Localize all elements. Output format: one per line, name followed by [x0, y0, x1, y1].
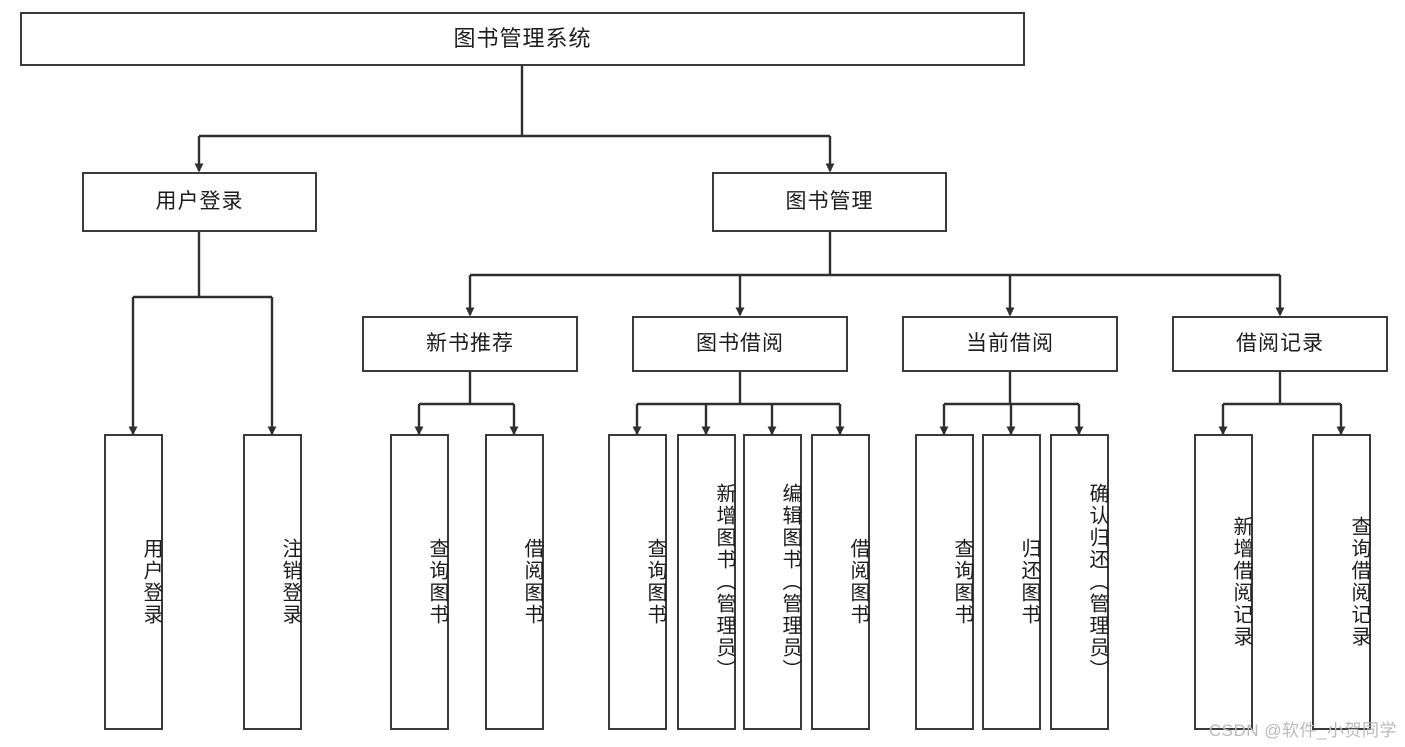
node-borrow-record[interactable]: 借阅记录	[1172, 316, 1388, 372]
leaf-borrow-book[interactable]: 借阅图书	[811, 434, 870, 730]
leaf-edit-book[interactable]: 编辑图书（管理员）	[743, 434, 802, 730]
leaf-query-borrow-record[interactable]: 查询借阅记录	[1312, 434, 1371, 730]
node-book-manage[interactable]: 图书管理	[712, 172, 947, 232]
leaf-query-book-recommend[interactable]: 查询图书	[390, 434, 449, 730]
leaf-confirm-return[interactable]: 确认归还（管理员）	[1050, 434, 1109, 730]
leaf-return-book[interactable]: 归还图书	[982, 434, 1041, 730]
leaf-logout-login[interactable]: 注销登录	[243, 434, 302, 730]
node-current-borrow[interactable]: 当前借阅	[902, 316, 1118, 372]
leaf-query-book-borrow[interactable]: 查询图书	[608, 434, 667, 730]
node-user-login[interactable]: 用户登录	[82, 172, 317, 232]
node-root-system[interactable]: 图书管理系统	[20, 12, 1025, 66]
node-new-book-recommend[interactable]: 新书推荐	[362, 316, 578, 372]
node-book-borrow[interactable]: 图书借阅	[632, 316, 848, 372]
leaf-add-borrow-record[interactable]: 新增借阅记录	[1194, 434, 1253, 730]
leaf-user-login[interactable]: 用户登录	[104, 434, 163, 730]
leaf-query-book-current[interactable]: 查询图书	[915, 434, 974, 730]
csdn-watermark: CSDN @软件_小贺同学	[1208, 721, 1397, 740]
leaf-borrow-book-recommend[interactable]: 借阅图书	[485, 434, 544, 730]
leaf-add-book[interactable]: 新增图书（管理员）	[677, 434, 736, 730]
